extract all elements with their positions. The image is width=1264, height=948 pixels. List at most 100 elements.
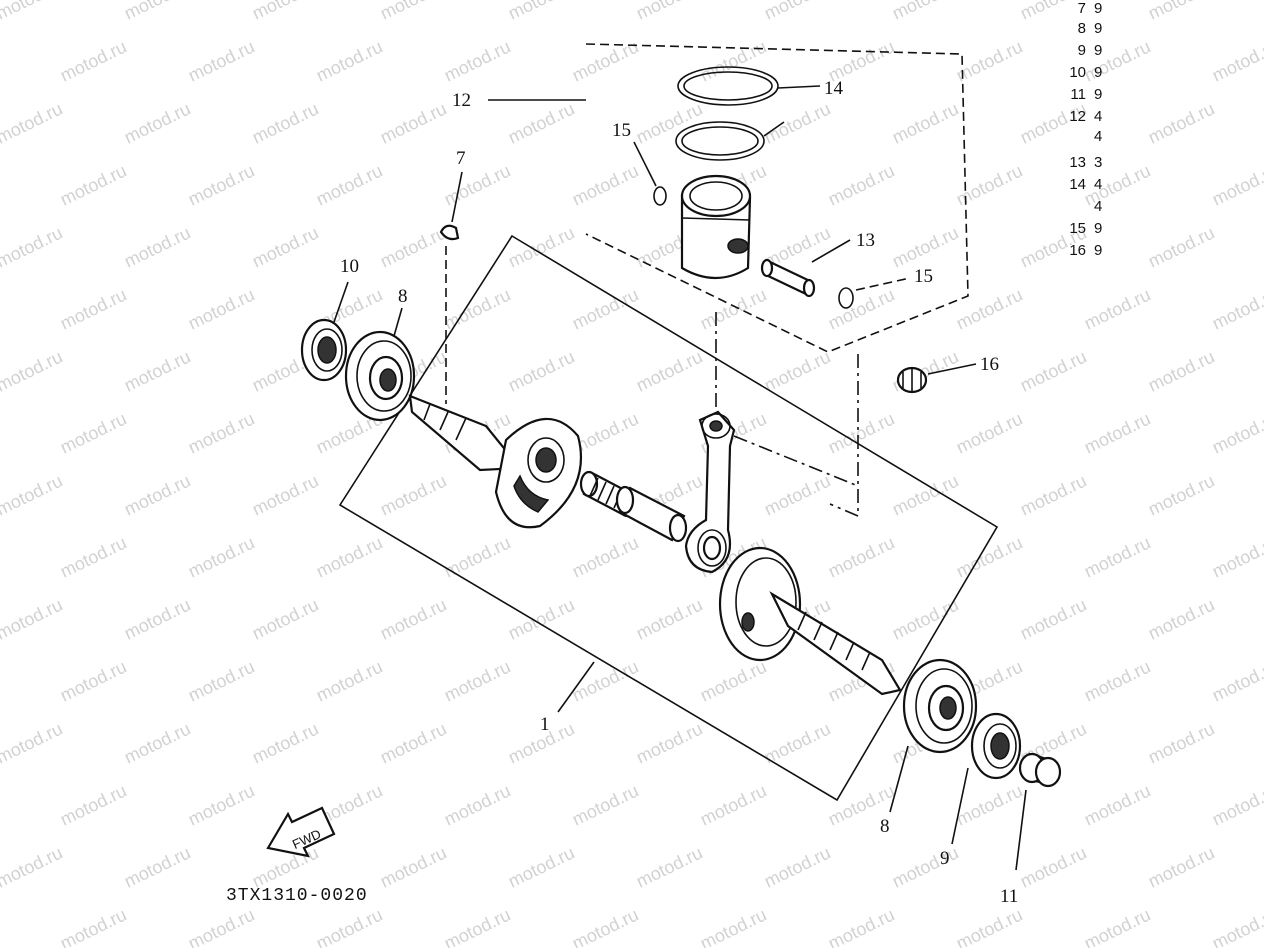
connecting-rod-icon (684, 410, 736, 574)
watermark-text: motod.ru (697, 904, 770, 948)
watermark-text: motod.ru (697, 36, 770, 85)
watermark-text: motod.ru (569, 780, 642, 829)
watermark-text: motod.ru (0, 842, 66, 891)
watermark-text: motod.ru (0, 284, 2, 333)
oil-seal-left-icon (300, 318, 348, 382)
watermark-text: motod.ru (505, 346, 578, 395)
watermark-text: motod.ru (249, 718, 322, 767)
watermark-text: motod.ru (57, 408, 130, 457)
watermark-text: motod.ru (377, 98, 450, 147)
watermark-text: motod.ru (377, 0, 450, 24)
watermark-text: motod.ru (0, 718, 66, 767)
callout-15-right: 15 (914, 266, 933, 287)
watermark-text: motod.ru (185, 904, 258, 948)
leader-7 (451, 171, 463, 223)
watermark-text: motod.ru (0, 408, 2, 457)
watermark-text: motod.ru (121, 594, 194, 643)
watermark-text: motod.ru (505, 222, 578, 271)
legend-part-code: 9 (1094, 242, 1103, 259)
watermark-text: motod.ru (761, 0, 834, 24)
crank-pin-icon (615, 485, 688, 543)
watermark-text: motod.ru (1081, 408, 1154, 457)
watermark-text: motod.ru (0, 346, 66, 395)
callout-10: 10 (340, 256, 359, 277)
watermark-text: motod.ru (441, 36, 514, 85)
watermark-text: motod.ru (441, 532, 514, 581)
watermark-text: motod.ru (1081, 284, 1154, 333)
watermark-text: motod.ru (761, 346, 834, 395)
watermark-text: motod.ru (441, 284, 514, 333)
watermark-text: motod.ru (633, 346, 706, 395)
watermark-text: motod.ru (313, 656, 386, 705)
piston-pin-clip-left-icon (653, 186, 667, 206)
watermark-text: motod.ru (569, 160, 642, 209)
leader-10 (333, 281, 349, 323)
leader-14-upper (777, 85, 821, 89)
watermark-text: motod.ru (0, 594, 66, 643)
watermark-text: motod.ru (57, 532, 130, 581)
watermark-text: motod.ru (953, 160, 1026, 209)
watermark-text: motod.ru (0, 160, 2, 209)
legend-part-code: 9 (1094, 86, 1103, 103)
watermark-text: motod.ru (1209, 904, 1264, 948)
watermark-text: motod.ru (57, 160, 130, 209)
callout-8-left: 8 (398, 286, 408, 307)
watermark-text: motod.ru (1145, 718, 1218, 767)
watermark-text: motod.ru (889, 594, 962, 643)
watermark-text: motod.ru (889, 842, 962, 891)
watermark-text: motod.ru (825, 160, 898, 209)
bearing-right-icon (902, 658, 978, 754)
leader-1 (557, 661, 595, 713)
callout-8-right: 8 (880, 816, 890, 837)
watermark-text: motod.ru (1145, 594, 1218, 643)
leader-13 (811, 239, 851, 263)
watermark-text: motod.ru (633, 718, 706, 767)
right-crank-web-icon (718, 546, 802, 662)
watermark-text: motod.ru (121, 0, 194, 24)
watermark-text: motod.ru (313, 904, 386, 948)
watermark-text: motod.ru (121, 346, 194, 395)
piston-pin-icon (760, 258, 816, 298)
watermark-text: motod.ru (1017, 594, 1090, 643)
watermark-text: motod.ru (825, 284, 898, 333)
watermark-text: motod.ru (1081, 780, 1154, 829)
watermark-text: motod.ru (1081, 656, 1154, 705)
legend-ref-number: 10 (1069, 64, 1086, 81)
watermark-text: motod.ru (1081, 532, 1154, 581)
watermark-text: motod.ru (377, 470, 450, 519)
legend-row: 11 9 (1040, 86, 1264, 108)
watermark-text: motod.ru (377, 718, 450, 767)
watermark-text: motod.ru (1209, 780, 1264, 829)
watermark-text: motod.ru (1209, 284, 1264, 333)
leader-16 (927, 363, 977, 375)
watermark-text: motod.ru (313, 160, 386, 209)
legend-ref-number: 9 (1077, 42, 1086, 59)
watermark-text: motod.ru (953, 284, 1026, 333)
watermark-text: motod.ru (569, 532, 642, 581)
watermark-text: motod.ru (185, 532, 258, 581)
watermark-text: motod.ru (121, 718, 194, 767)
legend-ref-number: 14 (1069, 176, 1086, 193)
watermark-text: motod.ru (825, 408, 898, 457)
watermark-text: motod.ru (1209, 532, 1264, 581)
watermark-text: motod.ru (249, 470, 322, 519)
watermark-text: motod.ru (1209, 408, 1264, 457)
watermark-text: motod.ru (953, 904, 1026, 948)
oil-seal-right-icon (970, 712, 1022, 780)
legend-part-code: 9 (1094, 0, 1103, 17)
watermark-text: motod.ru (1017, 470, 1090, 519)
callout-9: 9 (940, 848, 950, 869)
leader-8-right (889, 745, 909, 813)
legend-ref-number: 11 (1070, 86, 1086, 103)
leader-8-left (393, 307, 403, 337)
right-crank-shaft-icon (769, 591, 902, 696)
watermark-text: motod.ru (249, 0, 322, 24)
diagram-code: 3TX1310-0020 (226, 886, 368, 906)
legend-part-code: 9 (1094, 64, 1103, 81)
watermark-text: motod.ru (377, 842, 450, 891)
legend-ref-number: 12 (1069, 108, 1086, 125)
